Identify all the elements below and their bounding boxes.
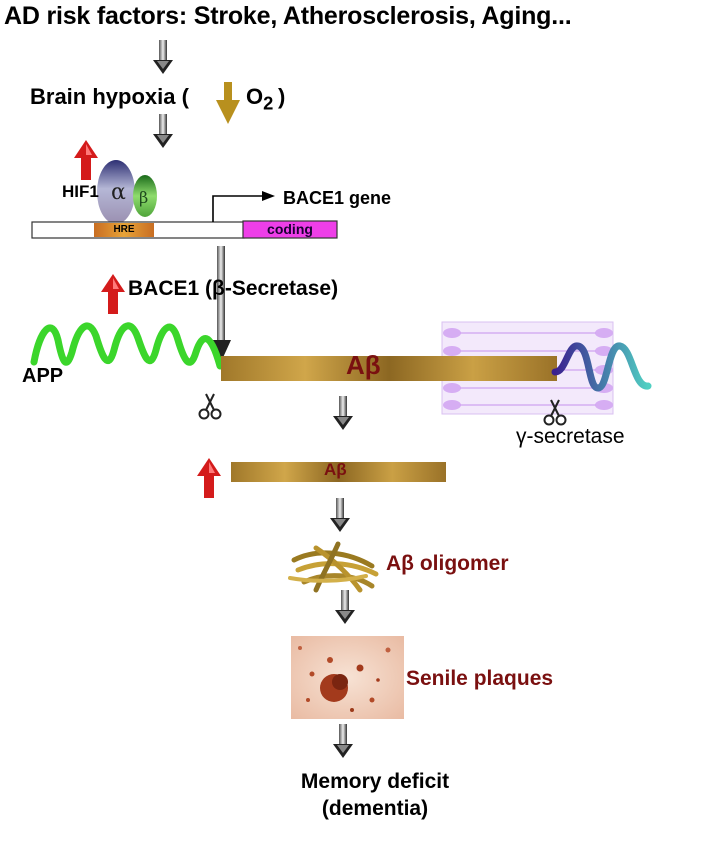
app-label: APP — [22, 365, 64, 387]
app-helix-right — [551, 342, 652, 392]
abeta-bar — [221, 356, 557, 381]
hre-label: HRE — [113, 224, 135, 235]
down-arrow-icon — [333, 396, 353, 430]
up-arrow-icon — [74, 140, 98, 180]
coding-label: coding — [267, 221, 313, 237]
scissors-icon — [198, 393, 222, 420]
down-arrow-icon — [333, 724, 353, 758]
down-arrow-icon — [153, 114, 173, 148]
plaque-image — [291, 636, 404, 719]
o2-down-arrow-icon — [216, 82, 240, 124]
hif1-label: HIF1 — [62, 182, 99, 201]
oligomer-label: Aβ oligomer — [386, 552, 509, 575]
abeta-small-label: Aβ — [324, 460, 347, 479]
abeta-label: Aβ — [346, 350, 381, 380]
abeta-small-bar — [231, 462, 446, 482]
oligomer-icon — [288, 541, 379, 593]
gamma-secretase-label: γ-secretase — [516, 425, 625, 448]
hif1-beta-label: β — [139, 188, 149, 207]
app-helix-left — [30, 322, 224, 370]
coding-box — [242, 220, 338, 239]
down-arrow-icon — [330, 498, 350, 532]
hypoxia-text: Brain hypoxia ( — [30, 84, 189, 109]
up-arrow-icon — [197, 458, 221, 498]
bace1-gene-label: BACE1 gene — [283, 188, 392, 208]
bace1-label: BACE1 (β-Secretase) — [128, 277, 339, 300]
transcription-start-arrow — [212, 195, 262, 222]
down-arrow-icon — [153, 40, 173, 74]
page-title: AD risk factors: Stroke, Atherosclerosis… — [4, 2, 572, 30]
o2-symbol: O — [246, 84, 264, 109]
hypoxia-close-paren: ) — [278, 84, 286, 109]
hre-box — [94, 223, 154, 237]
memory-line1: Memory deficit — [300, 770, 450, 793]
o2-label: O2 — [246, 84, 273, 114]
hif1-beta-subunit — [133, 175, 157, 217]
memory-line2: (dementia) — [321, 797, 429, 820]
senile-plaques-label: Senile plaques — [406, 667, 554, 690]
o2-subscript: 2 — [263, 92, 274, 114]
hif1-alpha-subunit — [97, 160, 135, 224]
up-arrow-icon — [101, 274, 125, 314]
memory-deficit-label: Memory deficit (dementia) — [270, 768, 480, 822]
down-arrow-icon — [335, 590, 355, 624]
hif1-alpha-label: α — [111, 180, 126, 205]
